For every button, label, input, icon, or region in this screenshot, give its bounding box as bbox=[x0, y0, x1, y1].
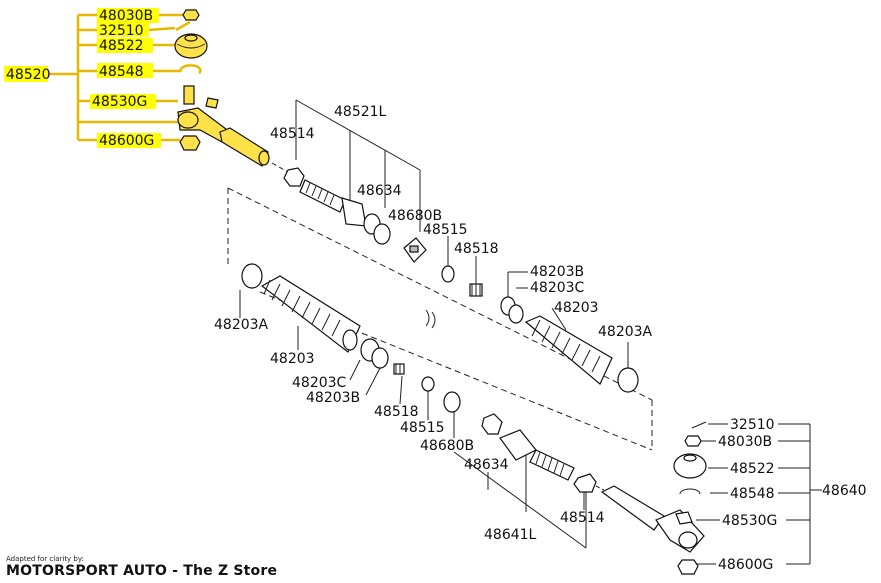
part-label: 48515 bbox=[423, 222, 468, 238]
hex-nut-part bbox=[283, 167, 305, 187]
part-label: 48522 bbox=[730, 461, 775, 477]
plate-part bbox=[421, 376, 435, 392]
part-label: 48548 bbox=[730, 486, 775, 502]
lower-nut-part bbox=[179, 135, 201, 151]
boot-clamp-part bbox=[617, 367, 639, 393]
bellows-boot-part bbox=[524, 315, 613, 385]
label-highlight bbox=[97, 63, 153, 78]
part-label: 48680B bbox=[388, 208, 442, 224]
ball-stud-part bbox=[183, 85, 219, 109]
lock-washer-part bbox=[443, 391, 461, 413]
inner-socket-part bbox=[341, 197, 391, 245]
part-label: 48518 bbox=[454, 241, 499, 257]
lock-washer-part bbox=[403, 237, 427, 263]
right-boot-group: 48203B 48203C 48203 48203A bbox=[500, 264, 653, 393]
snap-ring-part bbox=[179, 64, 202, 74]
spring-part bbox=[469, 283, 483, 297]
boot-clip-part bbox=[508, 304, 524, 324]
castle-nut-part bbox=[684, 435, 702, 447]
part-label: 48514 bbox=[560, 510, 605, 526]
castle-nut-part bbox=[182, 9, 200, 21]
part-label: 48634 bbox=[464, 457, 509, 473]
part-label: 48030B bbox=[99, 8, 153, 24]
threaded-rod-part bbox=[299, 179, 346, 213]
part-label: 48634 bbox=[357, 183, 402, 199]
part-label: 32510 bbox=[99, 23, 144, 39]
tie-rod-end-part bbox=[600, 485, 705, 553]
part-label: 48514 bbox=[270, 126, 315, 142]
part-label: 48203C bbox=[530, 280, 585, 296]
label-highlight bbox=[97, 133, 161, 148]
part-label: 48515 bbox=[400, 420, 445, 436]
hex-nut-part bbox=[573, 473, 597, 493]
label-highlight bbox=[97, 38, 153, 53]
part-label: 48203A bbox=[598, 324, 653, 340]
snap-ring-part bbox=[679, 488, 701, 495]
tie-rod-end-part bbox=[177, 107, 270, 167]
plate-part bbox=[441, 265, 455, 283]
part-label: 48530G bbox=[722, 513, 777, 529]
label-highlight bbox=[90, 94, 156, 109]
dust-boot-part bbox=[174, 33, 208, 59]
part-label: 48203B bbox=[530, 264, 584, 280]
part-label: 48203C bbox=[292, 375, 347, 391]
break-mark bbox=[425, 309, 436, 329]
part-label: 48522 bbox=[99, 38, 144, 54]
cotter-pin-part bbox=[175, 20, 191, 32]
bellows-boot-part bbox=[260, 275, 361, 353]
part-label: 48203A bbox=[214, 317, 269, 333]
part-label: 48680B bbox=[420, 438, 474, 454]
label-highlight bbox=[4, 66, 48, 82]
part-label: 48030B bbox=[718, 434, 772, 450]
upper-tie-rod-group: 48521L 48514 48634 48680B 48515 48518 bbox=[270, 99, 499, 297]
part-label: 48518 bbox=[374, 404, 419, 420]
right-assembly-group: 48640 32510 48030B 48522 48548 48530G 48… bbox=[600, 417, 867, 575]
assembly-label-48640: 48640 bbox=[822, 483, 867, 499]
inner-socket-part bbox=[499, 429, 575, 481]
cotter-pin-part bbox=[691, 421, 707, 429]
part-label: 48530G bbox=[92, 94, 147, 110]
part-label: 32510 bbox=[730, 417, 775, 433]
part-label: 48203 bbox=[270, 351, 315, 367]
part-label: 48548 bbox=[99, 64, 144, 80]
lower-nut-part bbox=[677, 559, 699, 575]
label-highlight bbox=[97, 8, 159, 23]
assembly-label-48641L: 48641L bbox=[484, 527, 537, 543]
credit-brand-text: MOTORSPORT AUTO - The Z Store bbox=[6, 563, 278, 579]
part-label: 48203 bbox=[554, 300, 599, 316]
top-left-assembly-group: 48520 48030B 32510 48522 48548 48530G 48… bbox=[4, 8, 270, 167]
assembly-label-48521L: 48521L bbox=[334, 104, 387, 120]
hex-nut-part bbox=[481, 413, 503, 435]
assembly-label-48520: 48520 bbox=[6, 67, 51, 83]
lower-tie-rod-group: 48518 48515 48680B 48634 48514 48641L bbox=[374, 375, 605, 549]
part-label: 48600G bbox=[718, 557, 773, 573]
spring-part bbox=[393, 363, 405, 375]
left-boot-group: 48203A 48203 48203C 48203B bbox=[214, 263, 405, 406]
credit-small-text: Adapted for clarity by: bbox=[6, 555, 84, 563]
label-highlight bbox=[97, 23, 149, 37]
boot-clamp-part bbox=[241, 263, 263, 289]
part-label: 48600G bbox=[99, 133, 154, 149]
dust-boot-part bbox=[673, 453, 707, 479]
boot-clip-part bbox=[371, 347, 389, 369]
part-label: 48203B bbox=[306, 390, 360, 406]
